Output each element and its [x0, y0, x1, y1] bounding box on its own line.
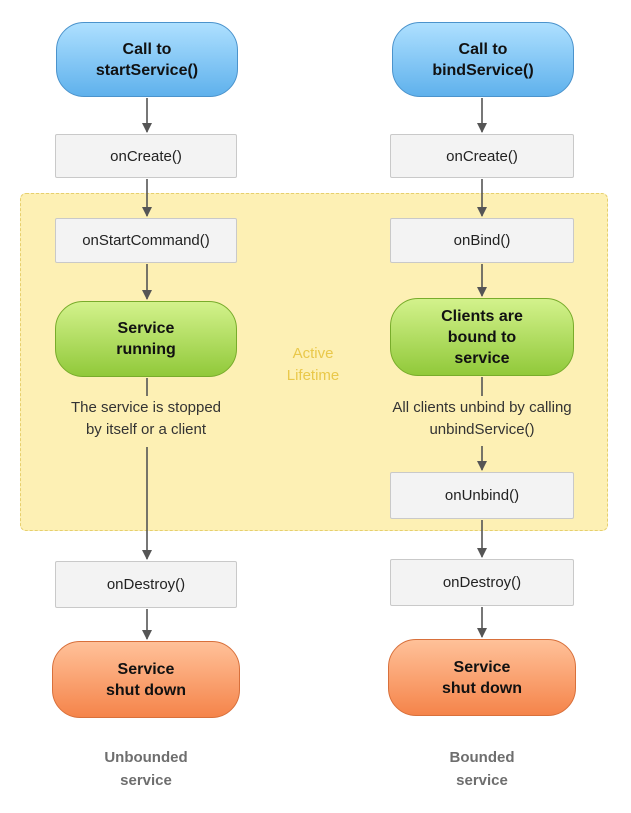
active-lifetime-label: Active Lifetime — [286, 345, 340, 384]
on-start-command-node: onStartCommand() — [55, 218, 237, 263]
clients-bound-node: Clients are bound to service — [390, 298, 574, 376]
bounded-service-caption: Bounded service — [449, 749, 515, 789]
clients-unbind-note: All clients unbind by calling unbindServ… — [392, 399, 572, 438]
bind-service-node: Call to bindService() — [392, 22, 574, 97]
on-bind-node: onBind() — [390, 218, 574, 263]
unbounded-on-create-node: onCreate() — [55, 134, 237, 178]
unbounded-on-destroy-node: onDestroy() — [55, 561, 237, 608]
bounded-shut-down-node: Service shut down — [388, 639, 576, 716]
start-service-node: Call to startService() — [56, 22, 238, 97]
on-unbind-node: onUnbind() — [390, 472, 574, 519]
bounded-on-create-node: onCreate() — [390, 134, 574, 178]
service-running-node: Service running — [55, 301, 237, 377]
unbounded-service-caption: Unbounded service — [104, 749, 188, 789]
service-stopped-note: The service is stopped by itself or a cl… — [70, 399, 222, 438]
bounded-on-destroy-node: onDestroy() — [390, 559, 574, 606]
unbounded-shut-down-node: Service shut down — [52, 641, 240, 718]
